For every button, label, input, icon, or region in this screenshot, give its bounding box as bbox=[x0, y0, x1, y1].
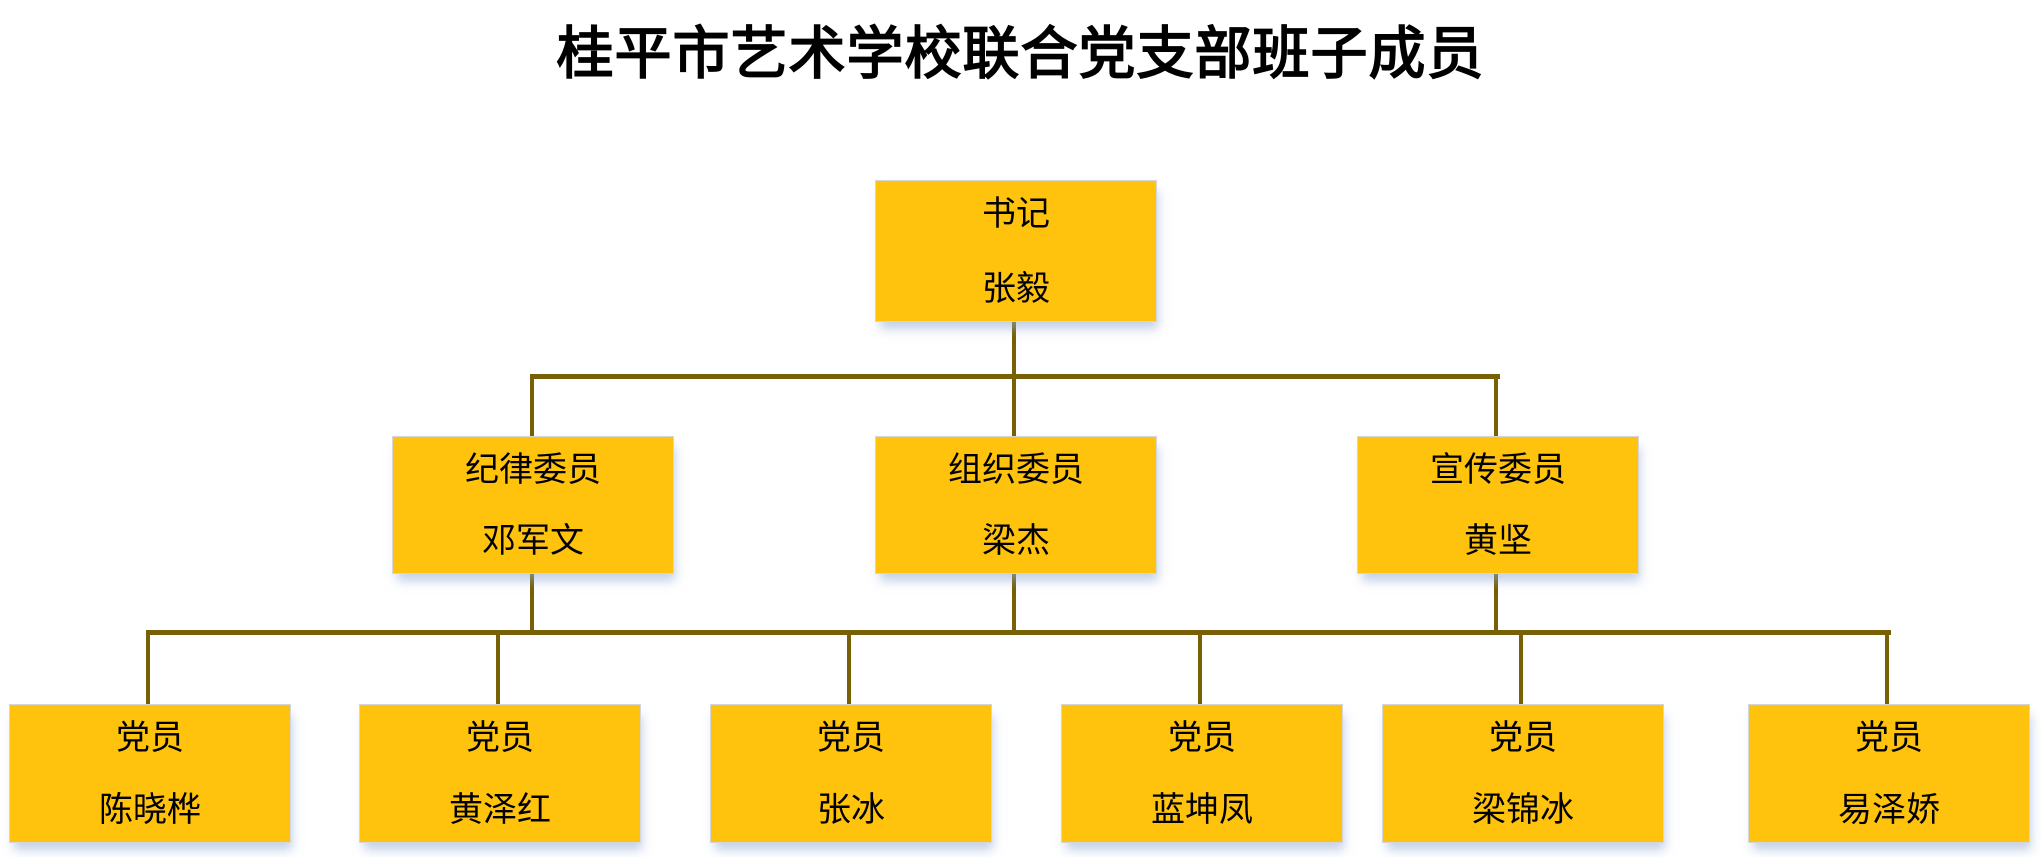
node-name-label: 梁锦冰 bbox=[1472, 792, 1574, 829]
connector-line-drop-member-1 bbox=[146, 630, 150, 704]
connector-line-drop-discipline bbox=[530, 374, 534, 436]
node-name-label: 蓝坤凤 bbox=[1151, 792, 1253, 829]
org-node-member-2: 党员 黄泽红 bbox=[359, 704, 641, 843]
org-node-member-5: 党员 梁锦冰 bbox=[1382, 704, 1664, 843]
node-role-label: 纪律委员 bbox=[465, 452, 601, 489]
node-name-label: 黄泽红 bbox=[449, 792, 551, 829]
node-role-label: 党员 bbox=[116, 720, 184, 757]
node-role-label: 宣传委员 bbox=[1430, 452, 1566, 489]
node-name-label: 张毅 bbox=[982, 271, 1050, 308]
node-name-label: 邓军文 bbox=[482, 523, 584, 560]
connector-line-root-vertical bbox=[1012, 322, 1016, 436]
connector-line-feed-organization bbox=[1012, 573, 1016, 635]
node-role-label: 党员 bbox=[1489, 720, 1557, 757]
node-name-label: 陈晓桦 bbox=[99, 792, 201, 829]
connector-line-feed-discipline bbox=[530, 573, 534, 635]
connector-line-feed-publicity bbox=[1494, 573, 1498, 635]
node-name-label: 梁杰 bbox=[982, 523, 1050, 560]
node-role-label: 党员 bbox=[1168, 720, 1236, 757]
node-name-label: 张冰 bbox=[817, 792, 885, 829]
node-role-label: 党员 bbox=[466, 720, 534, 757]
org-node-member-6: 党员 易泽娇 bbox=[1748, 704, 2030, 843]
node-name-label: 黄坚 bbox=[1464, 523, 1532, 560]
connector-line-bus-level3 bbox=[146, 630, 1891, 635]
org-chart-title: 桂平市艺术学校联合党支部班子成员 bbox=[556, 22, 1485, 86]
connector-line-drop-member-4 bbox=[1198, 630, 1202, 704]
org-node-secretary: 书记 张毅 bbox=[875, 180, 1157, 322]
org-node-discipline-committee: 纪律委员 邓军文 bbox=[392, 436, 674, 574]
org-node-organization-committee: 组织委员 梁杰 bbox=[875, 436, 1157, 574]
node-role-label: 书记 bbox=[982, 196, 1050, 233]
org-node-member-1: 党员 陈晓桦 bbox=[9, 704, 291, 843]
connector-line-drop-member-2 bbox=[496, 630, 500, 704]
connector-line-bus-level2 bbox=[530, 374, 1500, 379]
connector-line-drop-member-3 bbox=[847, 630, 851, 704]
connector-line-drop-member-5 bbox=[1519, 630, 1523, 704]
org-node-publicity-committee: 宣传委员 黄坚 bbox=[1357, 436, 1639, 574]
node-role-label: 组织委员 bbox=[948, 452, 1084, 489]
node-name-label: 易泽娇 bbox=[1838, 792, 1940, 829]
node-role-label: 党员 bbox=[817, 720, 885, 757]
org-node-member-3: 党员 张冰 bbox=[710, 704, 992, 843]
node-role-label: 党员 bbox=[1855, 720, 1923, 757]
org-node-member-4: 党员 蓝坤凤 bbox=[1061, 704, 1343, 843]
connector-line-drop-publicity bbox=[1494, 374, 1498, 436]
connector-line-drop-member-6 bbox=[1885, 630, 1889, 704]
